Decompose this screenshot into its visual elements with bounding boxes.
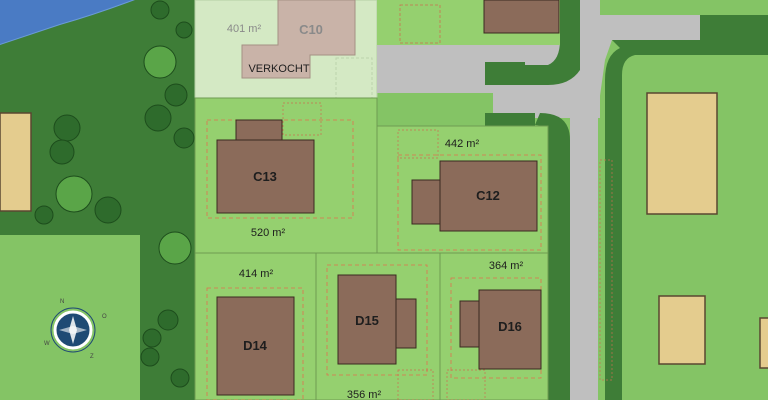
hedge-road — [523, 0, 580, 85]
lot-c13-label: C13 — [253, 169, 277, 184]
compass-z: Z — [90, 354, 94, 360]
hedge-road-right — [535, 113, 570, 400]
lot-d16-label: D16 — [498, 319, 522, 334]
lot-top-left-edge — [399, 4, 441, 44]
lot-d14-building-line — [206, 287, 304, 400]
lot-c13-area: 520 m² — [251, 227, 286, 239]
house-c12 — [439, 160, 538, 232]
house-d15 — [337, 274, 397, 365]
hedge-markers — [599, 159, 613, 381]
lot-c12-label: C12 — [476, 188, 500, 203]
lot-d15-area: 356 m² — [347, 389, 382, 400]
house-d16-annex — [459, 300, 480, 348]
house-d15-annex — [395, 298, 417, 349]
house-c10 — [241, 0, 356, 79]
lot-d14-label: D14 — [243, 338, 268, 353]
neighbour-house-left — [0, 112, 32, 212]
road-upper — [580, 0, 600, 118]
house-top-middle — [483, 0, 560, 34]
compass-o: O — [102, 314, 107, 320]
compass-w: W — [44, 341, 50, 347]
neighbour-house-right-3 — [759, 317, 768, 369]
lot-c10-area: 401 m² — [227, 23, 262, 35]
house-c13 — [216, 139, 315, 214]
house-d14 — [216, 296, 295, 396]
lot-d14-area: 414 m² — [239, 268, 274, 280]
lot-c12-building-line — [397, 154, 542, 251]
lot-c10-label: C10 — [299, 22, 323, 37]
compass-n: N — [60, 299, 64, 305]
lot-d15-label: D15 — [355, 313, 379, 328]
neighbour-house-right-2 — [658, 295, 706, 365]
house-d16 — [478, 289, 542, 370]
house-c13-annex — [235, 119, 283, 141]
parking-markers — [282, 102, 486, 400]
lot-d16-area: 364 m² — [489, 260, 524, 272]
house-c12-annex — [411, 179, 441, 225]
hedge-c12-top — [485, 62, 525, 85]
lot-c12-area: 442 m² — [445, 138, 480, 150]
trees-left — [34, 0, 195, 388]
neighbour-house-right-1 — [646, 92, 718, 215]
lot-c10-status: VERKOCHT — [248, 63, 309, 75]
compass-rose: N O Z W — [44, 299, 107, 360]
lot-d15-building-line — [326, 264, 428, 376]
green-strip-left — [0, 0, 195, 400]
